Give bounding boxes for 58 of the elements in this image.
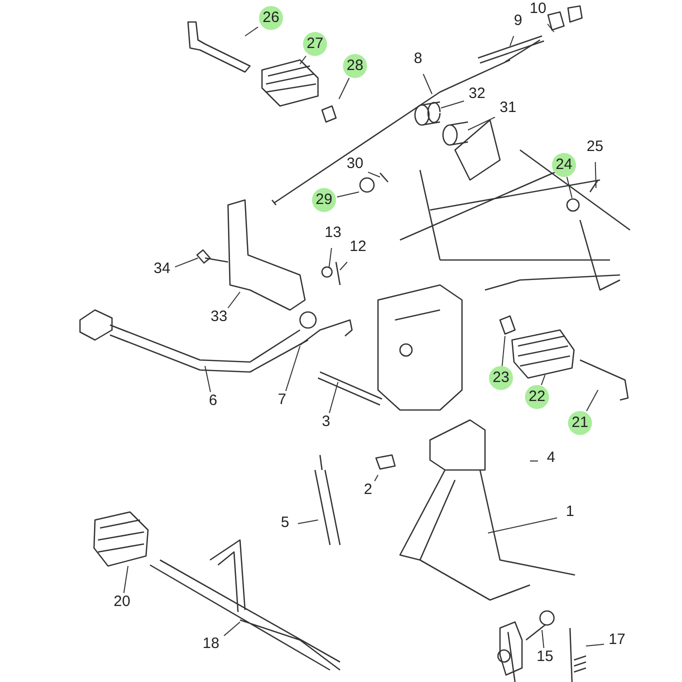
leader-line	[298, 520, 318, 524]
leader-line	[422, 74, 432, 94]
leader-line	[328, 248, 332, 268]
leader-line	[204, 366, 211, 392]
leader-line	[440, 100, 464, 108]
leader-line	[530, 460, 538, 462]
leader-line	[328, 382, 338, 414]
leader-line	[338, 78, 350, 100]
leader-line	[586, 644, 604, 646]
leader-line	[374, 474, 378, 482]
leader-line	[224, 622, 240, 636]
callout-number: 26	[259, 6, 283, 30]
leader-line	[244, 26, 258, 36]
leader-line	[336, 192, 360, 198]
callout-number: 27	[303, 32, 327, 56]
callout-number: 2	[355, 481, 381, 503]
callout-number: 29	[312, 188, 336, 212]
callout-number: 4	[538, 449, 564, 471]
leader-line	[468, 116, 496, 130]
leader-line	[540, 374, 546, 386]
leader-line	[174, 258, 198, 268]
callout-number: 6	[200, 392, 226, 414]
callout-number: 20	[109, 593, 135, 615]
leader-line	[488, 517, 558, 534]
callout-number: 15	[532, 648, 558, 670]
callout-number: 31	[495, 99, 521, 121]
leader-line	[368, 172, 380, 178]
leader-line	[228, 292, 240, 308]
callout-number: 28	[343, 54, 367, 78]
leader-line	[586, 390, 598, 412]
leader-line	[547, 24, 554, 32]
callout-number: 21	[568, 411, 592, 435]
leader-line	[123, 566, 128, 594]
leader-line	[285, 346, 300, 392]
callout-number: 32	[464, 85, 490, 107]
callout-number: 3	[313, 413, 339, 435]
leader-line	[340, 262, 348, 270]
callout-number: 1	[557, 503, 583, 525]
callout-number: 22	[525, 385, 549, 409]
leader-line	[510, 36, 514, 46]
callout-number: 33	[206, 308, 232, 330]
callout-number: 12	[345, 238, 371, 260]
callout-number: 17	[604, 631, 630, 653]
leader-line	[502, 336, 506, 366]
callout-number: 30	[342, 155, 368, 177]
callout-number: 18	[198, 635, 224, 657]
leader-line	[300, 56, 306, 64]
leader-line	[594, 162, 596, 188]
callout-number: 8	[405, 50, 431, 72]
leader-line	[566, 176, 572, 198]
callout-number: 34	[149, 260, 175, 282]
callout-number: 25	[582, 138, 608, 160]
callout-number: 13	[320, 224, 346, 246]
callout-number: 24	[552, 153, 576, 177]
callout-number: 23	[489, 366, 513, 390]
callout-number: 7	[269, 391, 295, 413]
leader-line	[542, 630, 544, 648]
callout-number: 5	[272, 514, 298, 536]
